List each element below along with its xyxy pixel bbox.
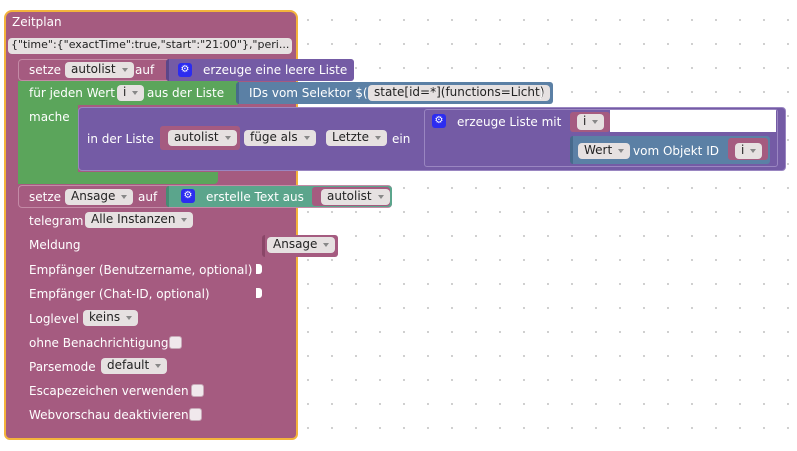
create-empty-list-block[interactable] <box>166 59 354 81</box>
on-label: auf <box>135 63 155 77</box>
variable-dropdown-autolist[interactable]: autolist <box>65 62 134 78</box>
create-list-with-label: erzeuge Liste mit <box>457 115 562 129</box>
gear-icon[interactable]: ⚙ <box>181 189 195 203</box>
list-variable-dropdown[interactable]: autolist <box>168 130 237 146</box>
item-variable-dropdown[interactable]: i <box>577 114 605 130</box>
preview-label: Webvorschau deaktivieren <box>29 408 189 422</box>
create-empty-list-label: erzeuge eine leere Liste <box>203 63 348 77</box>
silent-label: ohne Benachrichtigung <box>29 336 169 350</box>
recipient-chat-input-slot[interactable] <box>256 288 262 298</box>
create-text-label: erstelle Text aus <box>206 190 304 204</box>
object-variable-dropdown[interactable]: i <box>735 143 763 159</box>
schedule-json-field[interactable]: {"time":{"exactTime":true,"start":"21:00… <box>8 38 292 54</box>
schedule-title: Zeitplan <box>12 15 62 29</box>
on-label: auf <box>138 190 158 204</box>
of-object-label: vom Objekt ID <box>633 144 719 158</box>
do-label: mache <box>29 110 70 124</box>
message-label: Meldung <box>29 238 81 252</box>
parsemode-dropdown[interactable]: default <box>101 358 168 374</box>
telegram-label: telegram <box>29 214 84 228</box>
value-field-dropdown[interactable]: Wert <box>578 143 631 159</box>
insert-suffix-label: ein <box>392 132 411 146</box>
selector-close: ) <box>539 86 544 100</box>
recipient-user-label: Empfänger (Benutzername, optional) <box>29 263 253 277</box>
position-dropdown[interactable]: Letzte <box>326 130 387 146</box>
set-label: setze <box>29 190 62 204</box>
message-variable-dropdown[interactable]: Ansage <box>267 237 336 253</box>
selector-label: IDs vom Selektor $( <box>249 86 368 100</box>
escape-checkbox[interactable] <box>191 384 204 397</box>
set-label: setze <box>29 63 62 77</box>
insert-mode-dropdown[interactable]: füge als <box>244 130 316 146</box>
recipient-chat-label: Empfänger (Chat-ID, optional) <box>29 287 210 301</box>
gear-icon[interactable]: ⚙ <box>178 63 192 77</box>
recipient-user-input-slot[interactable] <box>256 264 262 274</box>
loglevel-dropdown[interactable]: keins <box>83 310 139 326</box>
instance-dropdown[interactable]: Alle Instanzen <box>85 212 194 228</box>
telegram-block[interactable] <box>18 208 262 428</box>
text-source-dropdown[interactable]: autolist <box>321 189 390 205</box>
escape-label: Escapezeichen verwenden <box>29 384 189 398</box>
loop-variable-dropdown[interactable]: i <box>117 85 145 101</box>
selector-input[interactable]: state[id=*](functions=Licht) <box>368 85 551 101</box>
foreach-block-foot <box>18 172 218 184</box>
from-list-label: aus der Liste <box>147 86 225 100</box>
gear-icon[interactable]: ⚙ <box>432 114 446 128</box>
loglevel-label: Loglevel <box>29 312 79 326</box>
in-list-label: in der Liste <box>87 132 154 146</box>
preview-checkbox[interactable] <box>189 408 202 421</box>
foreach-label: für jeden Wert <box>29 86 115 100</box>
foreach-block-side <box>18 105 78 180</box>
variable-dropdown-ansage[interactable]: Ansage <box>65 189 134 205</box>
parsemode-label: Parsemode <box>29 360 96 374</box>
silent-checkbox[interactable] <box>169 336 182 349</box>
create-list-inner-slot <box>610 110 776 132</box>
